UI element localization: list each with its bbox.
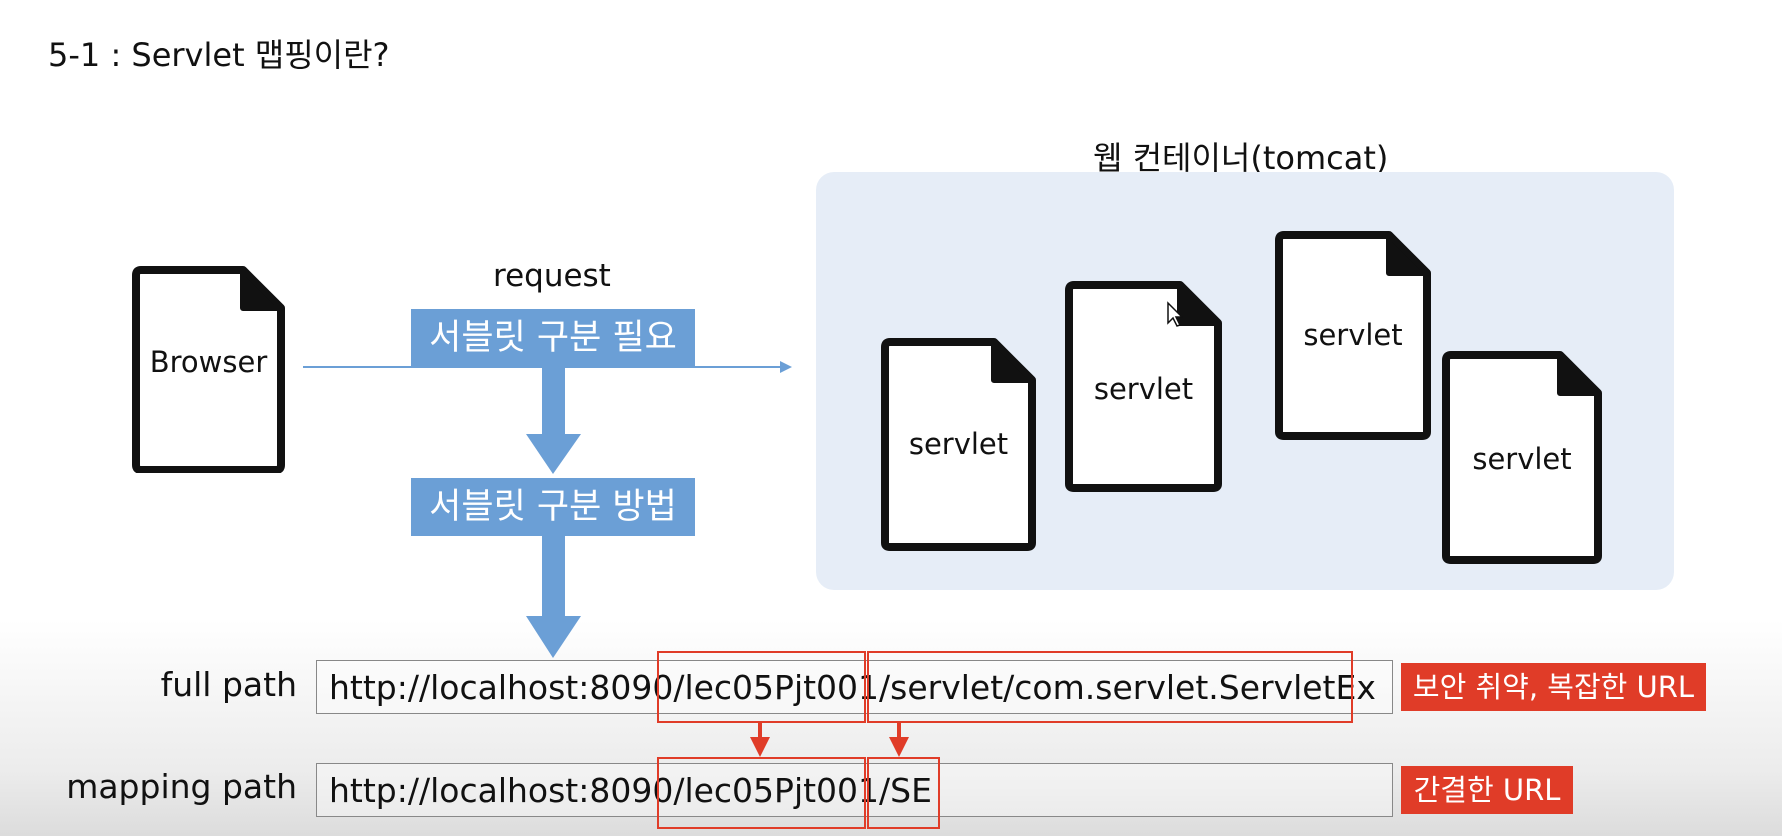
web-container-label: 웹 컨테이너(tomcat) (1093, 139, 1389, 177)
down-arrow-shaft (542, 536, 565, 618)
mapping-path-label: mapping path (66, 767, 297, 806)
servlet-document-icon: servlet (1064, 280, 1223, 492)
mapping-arrow-shaft (897, 723, 901, 739)
context-path-highlight (657, 651, 866, 723)
down-arrow-shaft (542, 366, 565, 436)
servlet-label: servlet (1472, 442, 1572, 476)
servlet-document-icon: servlet (1274, 230, 1432, 440)
full-path-url-box: http://localhost:8090/lec05Pjt001/servle… (316, 660, 1393, 714)
servlet-document-icon: servlet (880, 337, 1037, 551)
servlet-distinction-needed-box: 서블릿 구분 필요 (411, 309, 695, 367)
mapping-path-url-box: http://localhost:8090/lec05Pjt001/SE (316, 763, 1393, 817)
down-arrow-head (526, 434, 581, 474)
mapping-path-tag: 간결한 URL (1401, 766, 1573, 814)
request-arrow-head (780, 361, 792, 373)
mapping-arrow-shaft (758, 723, 762, 739)
mapping-arrow-head (889, 737, 909, 757)
slide-title: 5-1 : Servlet 맵핑이란? (48, 36, 390, 74)
full-path-warning-tag: 보안 취약, 복잡한 URL (1401, 663, 1706, 711)
down-arrow-head (526, 616, 581, 658)
servlet-label: servlet (1093, 372, 1194, 406)
browser-document-icon: Browser (131, 265, 286, 473)
full-path-label: full path (160, 665, 297, 704)
servlet-document-icon: servlet (1441, 350, 1603, 564)
context-path-highlight (657, 757, 866, 829)
mapping-arrow-head (750, 737, 770, 757)
servlet-path-highlight (867, 651, 1353, 723)
servlet-label: servlet (1303, 318, 1403, 352)
servlet-distinction-method-box: 서블릿 구분 방법 (411, 478, 695, 536)
browser-label: Browser (149, 345, 268, 379)
mapping-path-highlight (867, 757, 940, 829)
request-label: request (493, 258, 611, 294)
servlet-label: servlet (908, 427, 1009, 461)
